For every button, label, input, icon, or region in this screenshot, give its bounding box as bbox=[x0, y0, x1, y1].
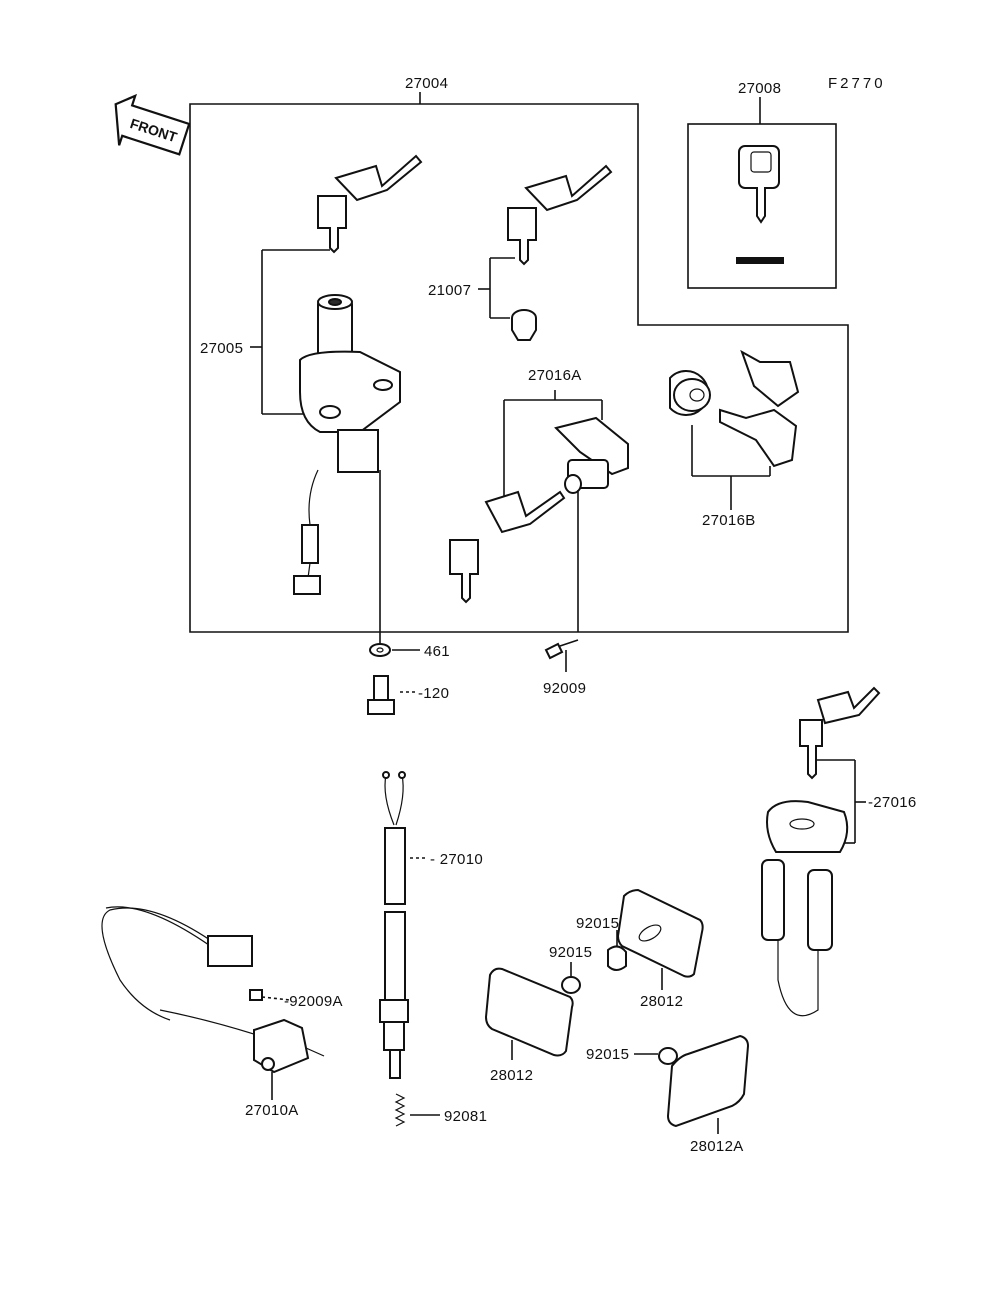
label-21007: 21007 bbox=[428, 282, 471, 299]
label-92015-lower: 92015 bbox=[586, 1046, 629, 1063]
front-arrow-icon: FRONT bbox=[114, 93, 191, 156]
part-28012-reflector-side bbox=[484, 967, 574, 1060]
part-21007-lock bbox=[478, 164, 613, 341]
part-92015-nut-middle bbox=[561, 962, 581, 994]
label-28012A: 28012A bbox=[690, 1138, 744, 1155]
kit-27004-outline bbox=[189, 92, 849, 633]
label-27008: 27008 bbox=[738, 80, 781, 97]
label-27004: 27004 bbox=[405, 75, 448, 92]
label-27016B: 27016B bbox=[702, 512, 756, 529]
part-27010A-switch bbox=[101, 906, 325, 1100]
label-27005: 27005 bbox=[200, 340, 243, 357]
label-120: -120 bbox=[418, 685, 449, 702]
label-28012-lower: 28012 bbox=[490, 1067, 533, 1084]
label-92015-upper: 92015 bbox=[576, 915, 619, 932]
label-27016: -27016 bbox=[868, 794, 917, 811]
part-27008-box bbox=[687, 97, 837, 289]
label-92015-middle: 92015 bbox=[549, 944, 592, 961]
part-92009-screw bbox=[544, 639, 579, 672]
part-27016-helmet-lock bbox=[761, 686, 881, 1017]
label-27016A: 27016A bbox=[528, 367, 582, 384]
label-461: 461 bbox=[424, 643, 450, 660]
part-27016A-seat-lock bbox=[449, 390, 629, 632]
part-27010-switch bbox=[379, 771, 425, 1079]
label-28012-upper: 28012 bbox=[640, 993, 683, 1010]
label-27010: - 27010 bbox=[430, 851, 483, 868]
part-92015-nut-upper bbox=[607, 930, 627, 971]
part-92015-nut-lower bbox=[634, 1047, 678, 1065]
part-120-bolt bbox=[367, 675, 415, 715]
part-28012-reflector-rear bbox=[616, 888, 704, 990]
label-92009: 92009 bbox=[543, 680, 586, 697]
part-461-washer bbox=[369, 643, 420, 657]
label-92009A: -92009A bbox=[284, 993, 343, 1010]
label-92081: 92081 bbox=[444, 1108, 487, 1125]
figure-code: F2770 bbox=[828, 75, 886, 92]
part-92081-spring bbox=[394, 1093, 440, 1127]
part-27005-ignition-switch bbox=[250, 154, 423, 645]
label-27010A: 27010A bbox=[245, 1102, 299, 1119]
part-28012A-reflector bbox=[666, 1034, 750, 1134]
part-27016B-lock-set bbox=[669, 349, 800, 510]
